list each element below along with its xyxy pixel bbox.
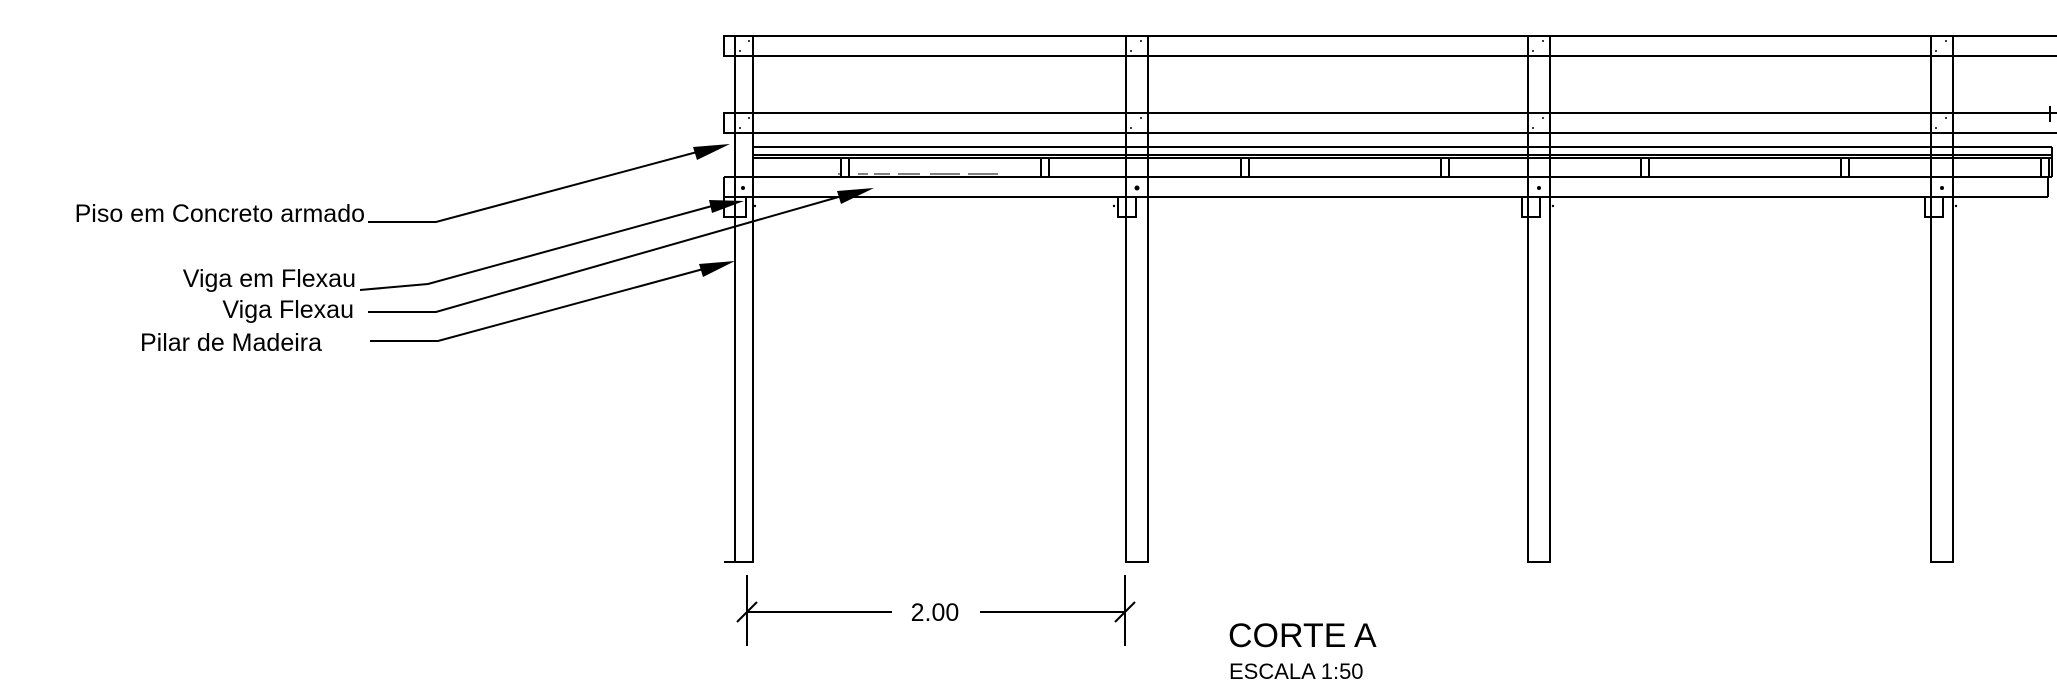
bolt-dot bbox=[1551, 204, 1555, 208]
bolt-marks bbox=[739, 40, 1958, 208]
connector-blocks bbox=[723, 196, 1944, 218]
mid-rail-beam bbox=[723, 112, 2057, 134]
dimension-line bbox=[736, 575, 1136, 646]
top-rail bbox=[723, 35, 2057, 57]
dim-tick-left bbox=[736, 601, 758, 623]
bolt-dot bbox=[753, 204, 757, 208]
column bbox=[1930, 35, 1954, 563]
spacer-block bbox=[1440, 157, 1450, 178]
bolt-dot bbox=[1537, 186, 1541, 190]
label-pilar: Pilar de Madeira bbox=[140, 329, 322, 357]
bolt-dot bbox=[1954, 204, 1958, 208]
spacer-block bbox=[2040, 157, 2050, 178]
leader-piso-arrow bbox=[693, 144, 730, 160]
column bbox=[734, 35, 754, 563]
bolt-dot bbox=[1935, 127, 1937, 129]
bolt-dot bbox=[1140, 117, 1142, 119]
spacer-block bbox=[1040, 157, 1050, 178]
bolt-dot bbox=[741, 186, 745, 190]
column bbox=[1527, 35, 1551, 563]
bolt-dot bbox=[1542, 117, 1544, 119]
bolt-dot bbox=[1130, 50, 1132, 52]
leader-piso bbox=[368, 144, 730, 223]
spacer-block bbox=[840, 157, 850, 178]
bolt-dot bbox=[1945, 40, 1947, 42]
bolt-dot bbox=[1130, 127, 1132, 129]
leader-viga-em-flexau-line bbox=[359, 205, 713, 291]
top-rail-beam bbox=[723, 35, 2057, 57]
bolt-dot bbox=[1112, 204, 1116, 208]
connector-block bbox=[1924, 196, 1944, 218]
label-viga-em-flexau: Viga em Flexau bbox=[183, 265, 356, 293]
column bbox=[1125, 35, 1149, 563]
label-viga-flexau: Viga Flexau bbox=[222, 296, 354, 324]
leader-pilar-line bbox=[370, 264, 719, 342]
dimension-value: 2.00 bbox=[911, 599, 960, 627]
leaders bbox=[359, 144, 874, 342]
leader-pilar-arrow bbox=[699, 261, 735, 277]
section-scale: ESCALA 1:50 bbox=[1229, 659, 1364, 684]
connector-block bbox=[1521, 196, 1541, 218]
leader-viga-flexau bbox=[368, 188, 874, 313]
columns bbox=[724, 35, 1954, 563]
bolt-dot bbox=[1532, 50, 1534, 52]
bolt-dot bbox=[748, 40, 750, 42]
bolt-dot bbox=[739, 127, 741, 129]
leader-viga-em-flexau-arrow bbox=[709, 200, 744, 213]
mid-rail bbox=[723, 112, 2057, 134]
floor-assembly bbox=[723, 106, 2053, 198]
connector-block bbox=[1117, 196, 1137, 218]
bolt-dot bbox=[748, 117, 750, 119]
spacer-block bbox=[1640, 157, 1650, 178]
bolt-dot bbox=[1134, 185, 1140, 191]
leader-pilar bbox=[370, 261, 735, 342]
spacer-block bbox=[1240, 157, 1250, 178]
leader-viga-flexau-line bbox=[368, 191, 857, 313]
leader-piso-line bbox=[368, 147, 713, 223]
label-piso: Piso em Concreto armado bbox=[75, 200, 365, 228]
spacer-blocks bbox=[840, 157, 2050, 178]
bolt-dot bbox=[1935, 50, 1937, 52]
section-title: CORTE A bbox=[1228, 617, 1377, 655]
structure bbox=[723, 35, 2057, 563]
leader-viga-flexau-arrow bbox=[837, 188, 874, 204]
bolt-dot bbox=[1945, 117, 1947, 119]
bolt-dot bbox=[1542, 40, 1544, 42]
spacer-block bbox=[1840, 157, 1850, 178]
leader-viga-em-flexau bbox=[359, 200, 744, 291]
bolt-dot bbox=[1532, 127, 1534, 129]
bolt-dot bbox=[739, 50, 741, 52]
dim-tick-right bbox=[1114, 601, 1136, 623]
bolt-dot bbox=[1140, 40, 1142, 42]
bolt-dot bbox=[1940, 186, 1944, 190]
